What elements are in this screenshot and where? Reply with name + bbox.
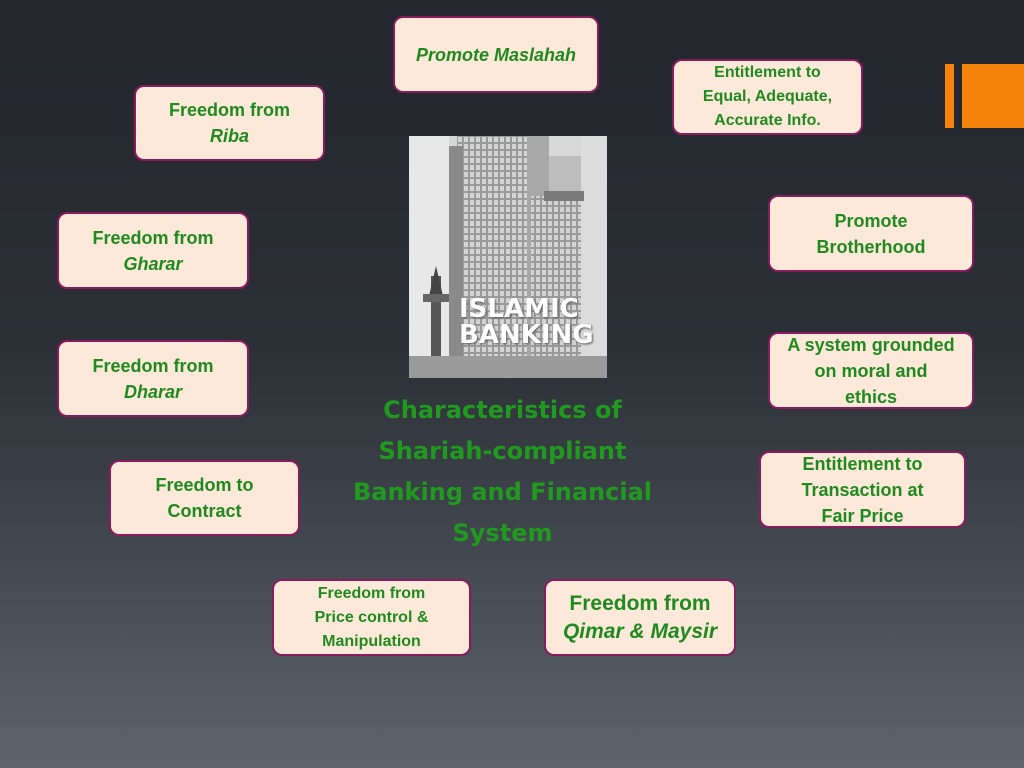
box-line: Freedom from: [569, 591, 711, 615]
box-entitlement-info: Entitlement to Equal, Adequate, Accurate…: [672, 59, 863, 135]
box-line: ethics: [844, 386, 898, 407]
box-line: Promote: [834, 210, 908, 231]
box-line: A system grounded: [787, 334, 955, 355]
center-title: Characteristics of Shariah-compliant Ban…: [352, 396, 653, 547]
box-line: Freedom from: [92, 227, 214, 248]
box-line: Promote Maslahah: [415, 44, 577, 65]
islamic-banking-logo-text: ISLAMIC BANKING: [459, 294, 594, 350]
box-line: Transaction at: [801, 479, 924, 500]
accent-bar-thick: [962, 64, 1024, 128]
box-line: Riba: [209, 126, 249, 146]
box-moral-system: A system grounded on moral and ethics: [768, 332, 974, 409]
box-line: Entitlement to: [714, 64, 821, 81]
box-line: Gharar: [123, 253, 183, 274]
box-line: Freedom from: [92, 355, 214, 376]
box-freedom-riba: Freedom from Riba: [134, 85, 325, 161]
box-line: Freedom from: [168, 100, 291, 120]
box-promote-maslahah: Promote Maslahah: [393, 16, 599, 93]
box-line: Contract: [167, 501, 242, 521]
box-line: Qimar & Maysir: [562, 619, 718, 643]
box-promote-brotherhood: Promote Brotherhood: [768, 195, 974, 272]
box-line: Dharar: [123, 381, 183, 402]
box-line: Freedom to: [155, 475, 254, 495]
box-freedom-price-control: Freedom from Price control & Manipulatio…: [272, 579, 471, 656]
box-line: Freedom from: [317, 584, 426, 602]
box-line: Entitlement to: [802, 453, 923, 474]
box-line: Accurate Info.: [714, 112, 821, 129]
box-line: Price control &: [314, 608, 429, 626]
islamic-banking-building-image: ISLAMIC BANKING: [409, 136, 607, 378]
box-line: Fair Price: [821, 505, 904, 526]
box-line: Brotherhood: [816, 236, 926, 257]
accent-bar-thin: [945, 64, 954, 128]
box-freedom-qimar: Freedom from Qimar & Maysir: [544, 579, 736, 656]
box-line: Manipulation: [322, 632, 421, 650]
box-freedom-gharar: Freedom from Gharar: [57, 212, 249, 289]
box-freedom-contract: Freedom to Contract: [109, 460, 300, 536]
box-fair-price: Entitlement to Transaction at Fair Price: [759, 451, 966, 528]
box-line: Equal, Adequate,: [702, 88, 833, 105]
box-line: on moral and: [814, 360, 928, 381]
box-freedom-dharar: Freedom from Dharar: [57, 340, 249, 417]
